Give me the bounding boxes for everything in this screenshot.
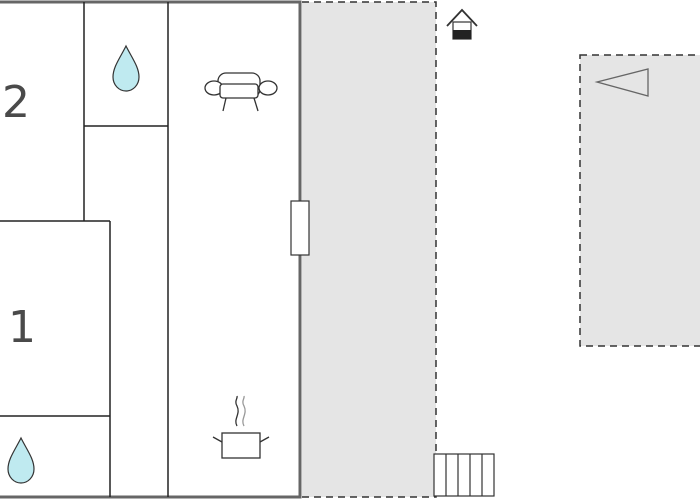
terrace-outline	[302, 1, 437, 498]
cooking-pot-icon	[212, 395, 270, 459]
sun-direction-icon	[594, 68, 649, 97]
stairs-icon	[433, 453, 495, 497]
door-icon	[290, 200, 310, 256]
sofa-icon	[204, 72, 278, 112]
room-label-2: 2	[2, 77, 30, 128]
house-icon	[446, 8, 478, 40]
interior-walls	[0, 2, 169, 497]
room-label-1: 1	[8, 302, 36, 353]
water-drop-icon	[7, 436, 35, 484]
terrace-area	[302, 2, 436, 497]
garden-plot	[579, 54, 700, 347]
water-drop-icon	[112, 44, 140, 92]
